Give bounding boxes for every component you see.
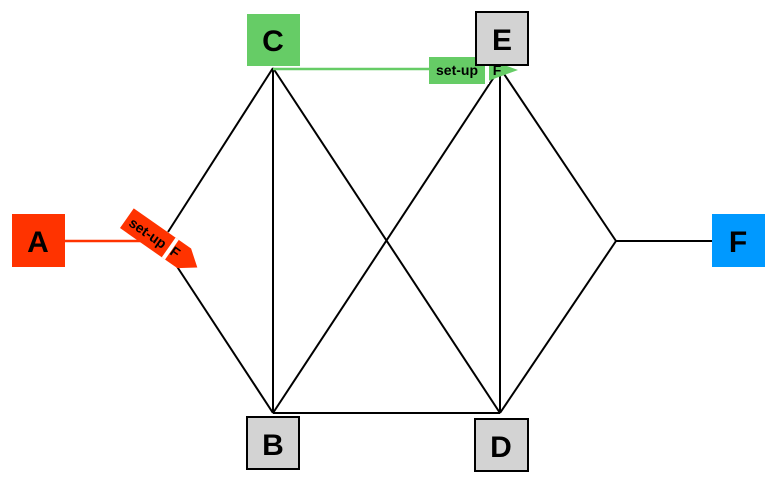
edge-junction1-b <box>175 264 274 414</box>
route-tag-c-text: set-up <box>436 62 478 78</box>
edge-e-junction2 <box>499 67 617 242</box>
node-e-box <box>475 11 529 66</box>
node-e: E <box>475 11 529 66</box>
node-b-label: B <box>262 429 284 462</box>
node-d: D <box>474 418 529 472</box>
route-tag-a: set-upF <box>119 208 198 269</box>
node-a: A <box>12 214 65 267</box>
edges <box>167 67 712 414</box>
route-tag-a-shape <box>119 208 198 269</box>
edge-junction1-c <box>167 67 274 233</box>
node-f: F <box>712 214 765 267</box>
node-f-box <box>712 214 765 267</box>
edge-e-b <box>272 67 501 414</box>
node-a-label: A <box>27 226 49 259</box>
node-f-label: F <box>729 226 747 259</box>
edge-d-junction2 <box>499 240 617 414</box>
node-d-box <box>474 418 529 472</box>
route-tag-c-target: F <box>493 62 502 78</box>
node-c-box <box>247 14 300 66</box>
node-b-box <box>246 416 300 470</box>
node-e-label: E <box>492 24 512 57</box>
route-tag-a-separator <box>161 237 179 260</box>
node-c-label: C <box>262 25 284 58</box>
node-b: B <box>246 416 300 470</box>
node-d-label: D <box>490 431 512 464</box>
node-c: C <box>247 14 300 66</box>
node-a-box <box>12 214 65 267</box>
